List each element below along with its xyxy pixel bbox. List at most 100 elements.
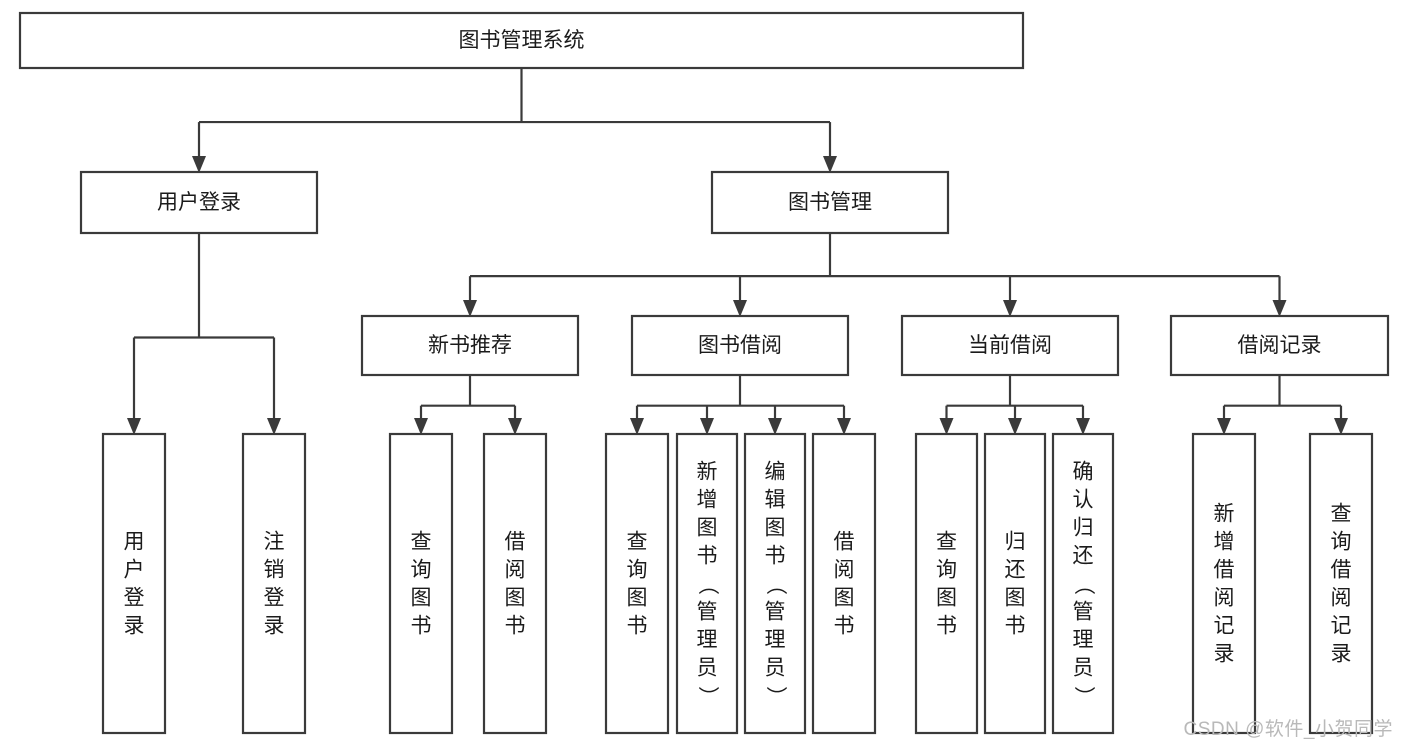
node-label-char: ）	[764, 686, 787, 707]
node-label-char: 查	[936, 531, 957, 554]
node-label-char: ）	[696, 686, 719, 707]
node-box	[1308, 432, 1374, 735]
node-label-char: 图	[411, 587, 432, 610]
node-root[interactable]: 图书管理系统	[18, 11, 1025, 70]
arrow-head	[414, 418, 428, 435]
edge-group-borrow-record	[1217, 375, 1348, 435]
arrow-head	[267, 418, 281, 435]
node-label-char: 借	[505, 531, 526, 554]
node-label: 图书管理系统	[459, 29, 585, 52]
arrow-head	[939, 418, 954, 435]
edge-group-root	[192, 68, 837, 173]
node-label-char: （	[696, 574, 719, 595]
node-label-char: 图	[936, 587, 957, 610]
edge-group-book-manage	[463, 233, 1287, 317]
node-label-char: 员	[765, 657, 786, 680]
node-label-char: 销	[264, 559, 285, 582]
node-label-char: 图	[765, 517, 786, 540]
node-box	[1051, 432, 1115, 735]
node-label-char: 借	[1331, 559, 1352, 582]
node-label-char: 书	[505, 615, 526, 638]
node-label-char: 询	[411, 559, 432, 582]
node-label-char: 归	[1073, 517, 1094, 540]
node-box	[101, 432, 167, 735]
node-label-char: 书	[765, 545, 786, 568]
node-label-char: 增	[697, 489, 718, 512]
arrow-head	[463, 300, 477, 317]
node-label: 当前借阅	[968, 334, 1052, 357]
node-label: 借阅记录	[1238, 334, 1322, 357]
node-label-char: 录	[264, 615, 285, 638]
node-label-char: 书	[834, 615, 855, 638]
node-label-char: 用	[124, 531, 145, 554]
node-label-char: 询	[627, 559, 648, 582]
node-leaf-user-login[interactable]: 用户登录	[101, 432, 167, 735]
node-borrow-record[interactable]: 借阅记录	[1169, 314, 1390, 377]
node-label-char: 确	[1073, 461, 1094, 484]
node-label-char: 图	[697, 517, 718, 540]
node-box	[1191, 432, 1257, 735]
node-label-char: 书	[697, 545, 718, 568]
node-label-char: 借	[1214, 559, 1235, 582]
arrow-head	[127, 418, 141, 435]
node-label-char: 图	[1005, 587, 1026, 610]
nodes-layer: 图书管理系统用户登录图书管理新书推荐图书借阅当前借阅借阅记录用户登录注销登录查询…	[18, 11, 1390, 735]
node-label-char: 记	[1331, 615, 1352, 638]
node-new-book-recommend[interactable]: 新书推荐	[360, 314, 580, 377]
node-label-char: 阅	[505, 559, 526, 582]
node-label-char: 询	[936, 559, 957, 582]
node-label-char: 查	[1331, 503, 1352, 526]
node-label-char: 员	[1073, 657, 1094, 680]
csdn-watermark: CSDN @软件_小贺同学	[1183, 719, 1393, 740]
arrow-head	[508, 418, 522, 435]
node-label-char: 查	[411, 531, 432, 554]
node-label-char: 管	[765, 601, 786, 624]
arrow-head	[1272, 300, 1287, 317]
node-box	[983, 432, 1047, 735]
node-label: 用户登录	[157, 191, 241, 214]
node-label-char: （	[764, 574, 787, 595]
arrow-head	[630, 418, 644, 435]
node-label-char: 书	[627, 615, 648, 638]
node-label-char: 编	[765, 461, 786, 484]
node-label-char: 阅	[1331, 587, 1352, 610]
node-book-manage[interactable]: 图书管理	[710, 170, 950, 235]
node-box	[743, 432, 807, 735]
node-label-char: 借	[834, 531, 855, 554]
node-current-borrow[interactable]: 当前借阅	[900, 314, 1120, 377]
arrow-head	[700, 418, 714, 435]
arrow-head	[823, 156, 837, 173]
node-label-char: 户	[124, 559, 145, 582]
node-label-char: 增	[1214, 531, 1235, 554]
node-label: 图书管理	[788, 191, 872, 214]
node-label-char: 记	[1214, 615, 1235, 638]
node-box	[482, 432, 548, 735]
node-label-char: 归	[1005, 531, 1026, 554]
node-label: 图书借阅	[698, 334, 782, 357]
node-label-char: 认	[1073, 489, 1094, 512]
node-box	[900, 314, 1120, 377]
node-label-char: 询	[1331, 531, 1352, 554]
node-label-char: 阅	[834, 559, 855, 582]
edge-group-book-borrow	[630, 375, 851, 435]
node-user-login[interactable]: 用户登录	[79, 170, 319, 235]
node-book-borrow[interactable]: 图书借阅	[630, 314, 850, 377]
node-label-char: 理	[1073, 629, 1094, 652]
node-label-char: 录	[1214, 643, 1235, 666]
node-label-char: 新	[1214, 503, 1235, 526]
node-label-char: 录	[124, 615, 145, 638]
node-box	[18, 11, 1025, 70]
